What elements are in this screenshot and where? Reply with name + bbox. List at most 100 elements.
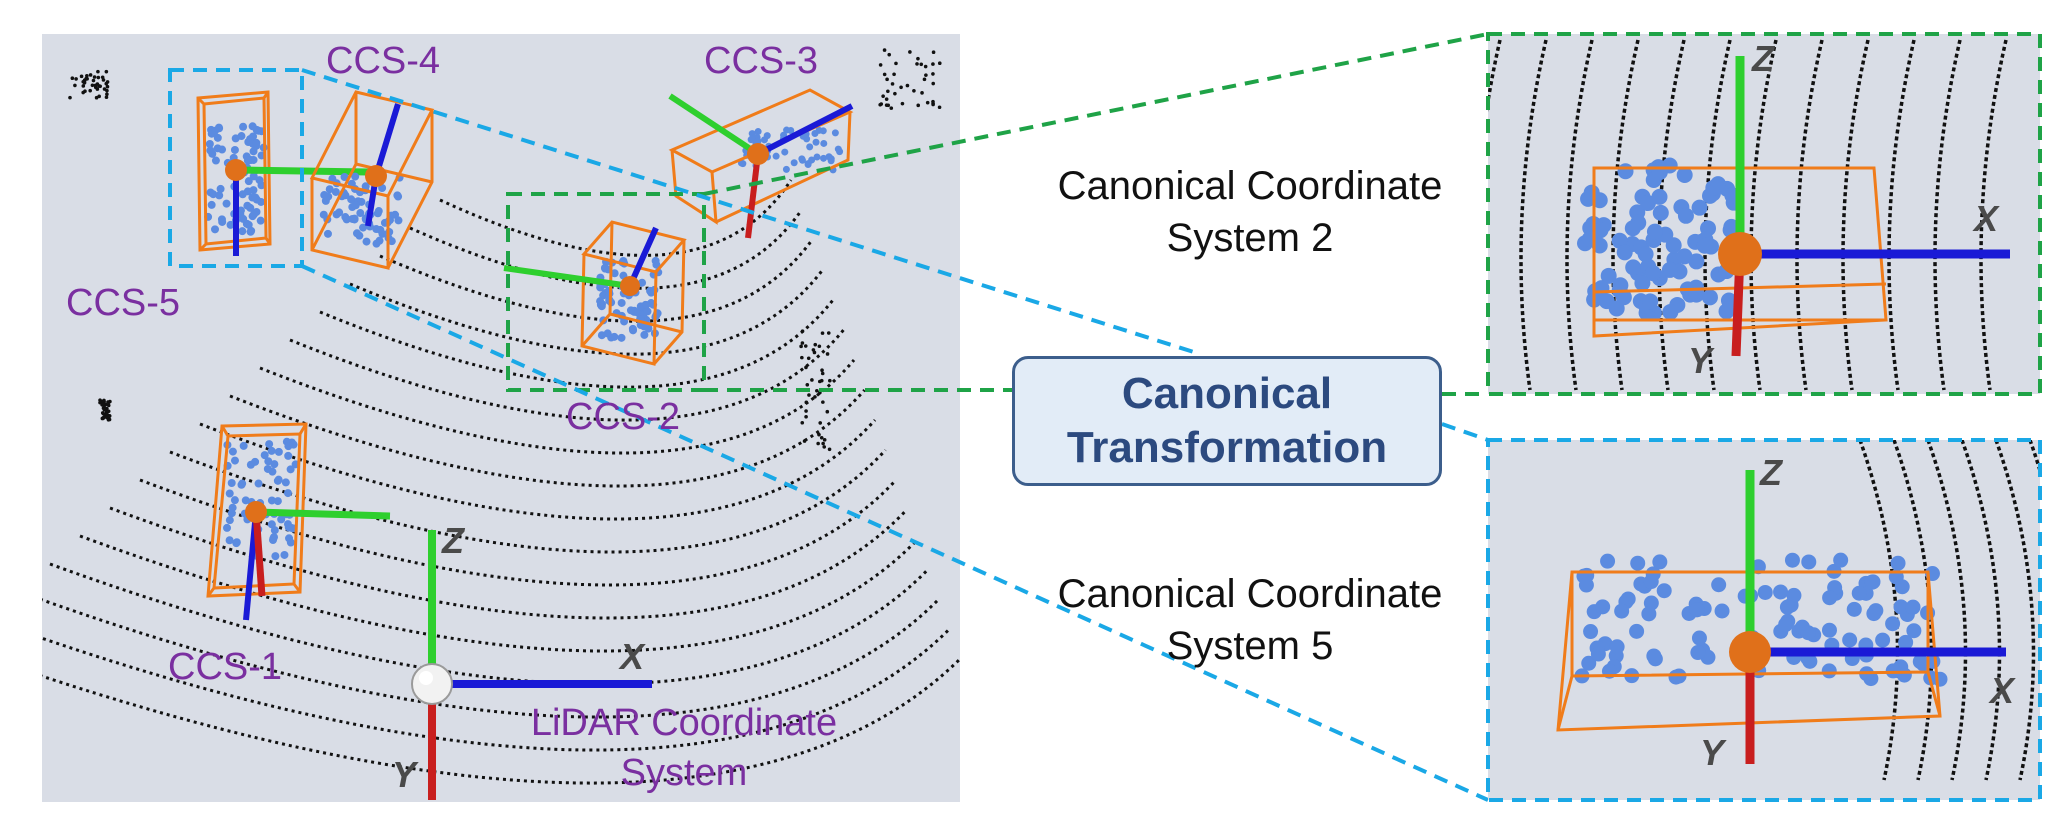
- noise-point: [84, 76, 89, 81]
- lidar-point: [781, 148, 789, 156]
- noise-point: [894, 61, 898, 66]
- noise-point: [882, 48, 887, 52]
- noise-point: [74, 77, 78, 81]
- noise-point: [916, 56, 920, 61]
- caption-ccs-5-line2: System 5: [1166, 624, 1334, 668]
- lidar-point: [600, 263, 609, 272]
- noise-point: [804, 365, 808, 370]
- lidar-point: [348, 214, 357, 223]
- lidar-point: [283, 489, 292, 498]
- noise-point: [884, 97, 889, 101]
- noise-point: [825, 352, 830, 356]
- lidar-point: [1614, 603, 1630, 619]
- lidar-point: [270, 533, 279, 542]
- noise-point: [85, 73, 89, 78]
- lidar-point: [205, 139, 214, 148]
- lidar-point: [783, 126, 791, 134]
- noise-point: [819, 435, 824, 440]
- scan-ring: [42, 598, 940, 719]
- lidar-point: [1656, 583, 1672, 599]
- lidar-point: [782, 165, 790, 173]
- zoom-panel-ccs-2-background: [1488, 34, 2040, 394]
- label-ccs-2: CCS-2: [566, 396, 681, 438]
- lidar-point: [359, 223, 368, 232]
- lidar-point: [1652, 204, 1669, 221]
- noise-point: [105, 92, 109, 97]
- zoom-ccs-2-axis-z-label: Z: [1752, 38, 1774, 79]
- noise-point: [100, 75, 105, 80]
- noise-point: [70, 76, 75, 81]
- noise-point: [102, 87, 107, 91]
- lidar-point: [394, 192, 403, 201]
- noise-point: [810, 378, 814, 382]
- lidar-point: [640, 330, 649, 339]
- zoom-scan-line: [1611, 39, 1640, 391]
- lidar-point: [209, 190, 218, 199]
- scan-ring: [49, 562, 929, 686]
- lidar-point: [644, 324, 653, 333]
- lidar-point: [1624, 220, 1641, 237]
- lidar-point: [335, 208, 344, 217]
- lidar-point: [603, 329, 612, 338]
- noise-point: [804, 409, 808, 413]
- zoom-panel-ccs-5: [1486, 438, 2042, 802]
- lidar-point: [1905, 599, 1921, 615]
- noise-point: [899, 85, 903, 90]
- lidar-point: [249, 172, 258, 181]
- lidar-point: [238, 479, 247, 488]
- caption-ccs-2-line2: System 2: [1166, 216, 1334, 260]
- noise-point: [83, 89, 87, 94]
- lidar-point: [1778, 617, 1794, 633]
- lidar-point: [351, 172, 360, 181]
- object-ccs-2: [503, 220, 687, 366]
- lidar-point: [244, 177, 253, 186]
- noise-point: [800, 329, 805, 333]
- lidar-point: [643, 307, 652, 316]
- lidar-point: [1875, 632, 1891, 648]
- noise-point: [821, 441, 825, 446]
- noise-point: [822, 445, 827, 449]
- noise-point: [889, 106, 894, 110]
- lidar-point: [239, 441, 248, 450]
- noise-point: [102, 398, 106, 403]
- noise-point: [820, 371, 825, 376]
- lidar-point: [1885, 616, 1901, 632]
- object-ccs-1: [206, 422, 391, 621]
- noise-point: [931, 62, 935, 66]
- lidar-point: [283, 520, 292, 529]
- connector-lines: [301, 32, 1489, 802]
- lidar-point: [754, 128, 762, 136]
- lidar-point: [256, 216, 265, 225]
- lidar-point: [218, 217, 227, 226]
- noise-point: [878, 63, 883, 67]
- noise-point: [828, 378, 832, 383]
- noise-point: [820, 368, 824, 373]
- lidar-point: [267, 446, 276, 455]
- lidar-point: [1912, 654, 1928, 670]
- connector-cyan-right: [1441, 422, 1489, 442]
- scan-ring: [229, 389, 866, 488]
- lidar-point: [1691, 199, 1708, 216]
- lidar-point: [249, 132, 258, 141]
- zoom-ccs-2-origin: [1718, 232, 1762, 276]
- noise-point: [900, 101, 905, 106]
- noise-point: [81, 79, 86, 84]
- noise-point: [91, 78, 96, 83]
- zoom-panel-ccs-2-border: [1486, 32, 2042, 396]
- lidar-point: [1842, 632, 1858, 648]
- noise-point: [887, 52, 892, 57]
- lidar-point: [271, 552, 280, 561]
- lidar-point: [1643, 574, 1659, 590]
- lidar-axis-z-label: Z: [442, 520, 464, 561]
- lidar-point: [1620, 591, 1636, 607]
- noise-point: [96, 69, 100, 74]
- lidar-point: [1846, 601, 1862, 617]
- lidar-point: [273, 497, 282, 506]
- lidar-point: [362, 237, 371, 246]
- lidar-point: [1616, 244, 1633, 261]
- lidar-point: [1646, 223, 1663, 240]
- lidar-point: [1578, 577, 1594, 593]
- lidar-point: [255, 176, 264, 185]
- lidar-point: [1833, 552, 1849, 568]
- lidar-point: [652, 260, 661, 269]
